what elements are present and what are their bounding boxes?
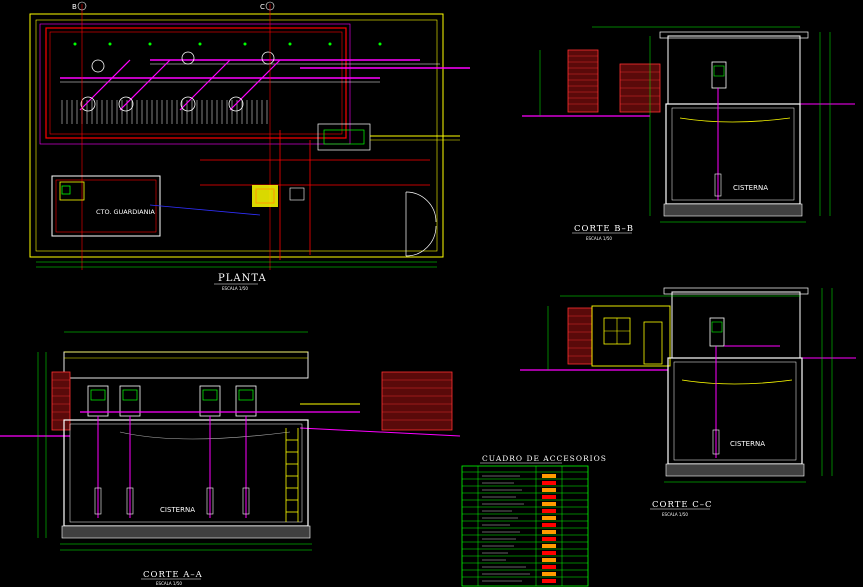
plan-scale: ESCALA 1/50 xyxy=(222,286,248,291)
section-aa-title-block: CORTE A–A ESCALA 1/50 xyxy=(141,570,203,586)
plan-title: PLANTA xyxy=(218,273,267,284)
svg-text:B: B xyxy=(72,3,77,11)
grid-marker-c: C xyxy=(260,1,275,11)
guard-room-label: CTO. GUARDIANIA xyxy=(96,208,155,216)
tank-label-bb: CISTERNA xyxy=(733,184,768,192)
accessories-table: CUADRO DE ACCESORIOS xyxy=(461,454,607,587)
plan-view: B C CTO. GUARDIANIA xyxy=(29,1,470,291)
section-cc-title-block: CORTE C–C ESCALA 1/50 xyxy=(650,500,713,517)
tank-label-cc: CISTERNA xyxy=(730,440,765,448)
accessories-table-title: CUADRO DE ACCESORIOS xyxy=(482,454,607,463)
section-cc: CISTERNA CORTE C–C ESCALA 1/50 xyxy=(520,287,856,517)
svg-text:C: C xyxy=(260,3,265,11)
section-cc-title: CORTE C–C xyxy=(652,500,713,510)
section-bb-title-block: CORTE B–B ESCALA 1/50 xyxy=(572,224,634,241)
section-cc-scale: ESCALA 1/50 xyxy=(662,512,688,517)
section-aa-title: CORTE A–A xyxy=(143,570,203,580)
plan-title-block: PLANTA ESCALA 1/50 xyxy=(214,273,267,291)
section-bb-title: CORTE B–B xyxy=(574,224,634,234)
grid-marker-b: B xyxy=(72,1,87,11)
section-aa: CISTERNA CORTE A–A ESCALA 1/50 xyxy=(0,331,461,586)
tank-label-aa: CISTERNA xyxy=(160,506,195,514)
section-aa-scale: ESCALA 1/50 xyxy=(156,581,182,586)
section-bb: CISTERNA CORTE B–B ESCALA 1/50 xyxy=(522,26,855,241)
section-bb-scale: ESCALA 1/50 xyxy=(586,236,612,241)
